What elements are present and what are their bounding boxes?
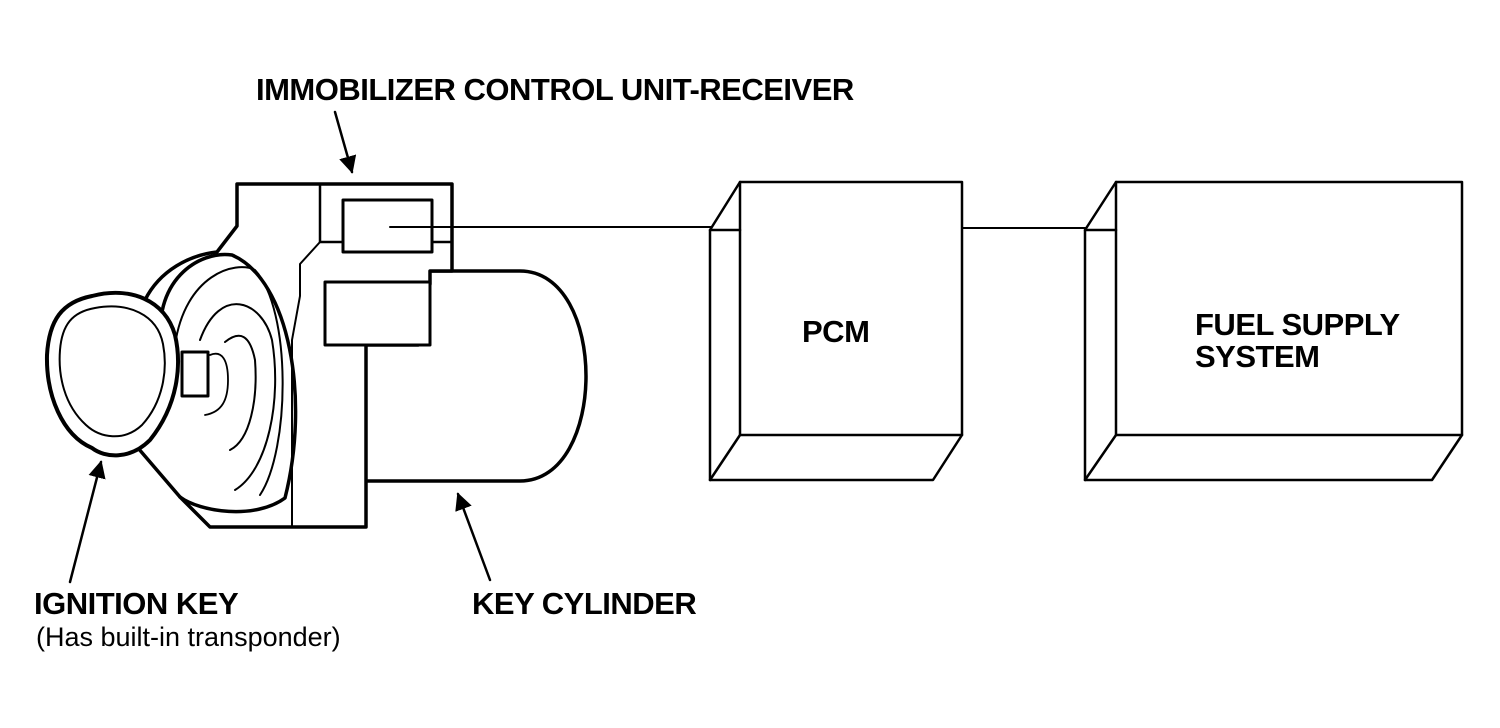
ignition-key-arrow xyxy=(68,460,106,584)
ignition-housing xyxy=(136,182,454,529)
fuel-supply-box xyxy=(1083,180,1464,482)
ignition-key-note: (Has built-in transponder) xyxy=(36,622,341,652)
lock-face-rings xyxy=(158,252,298,514)
pcm-box xyxy=(708,180,964,482)
ignition-key-label: IGNITION KEY xyxy=(34,586,239,621)
receiver-label: IMMOBILIZER CONTROL UNIT-RECEIVER xyxy=(256,72,854,107)
receiver-arrow xyxy=(333,110,357,174)
fuel-supply-label-line1: FUEL SUPPLY xyxy=(1195,307,1400,342)
pcm-label: PCM xyxy=(802,314,870,349)
key-cylinder-arrow xyxy=(455,492,492,582)
ignition-key-head xyxy=(44,290,210,458)
fuel-supply-label-line2: SYSTEM xyxy=(1195,339,1320,374)
key-cylinder-label: KEY CYLINDER xyxy=(472,586,697,621)
